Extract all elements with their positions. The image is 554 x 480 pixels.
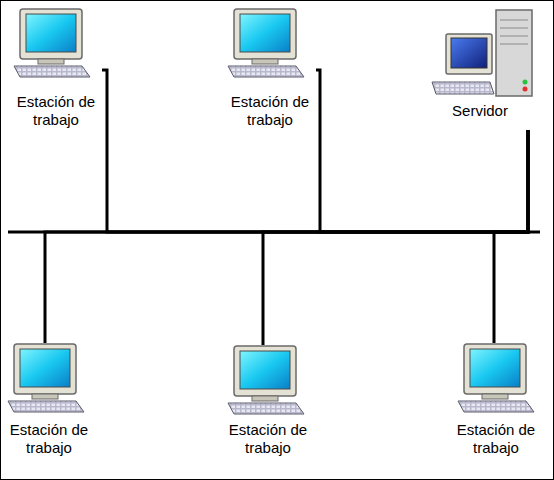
- workstation-icon: [228, 9, 304, 77]
- workstation-node: Estación de trabajo: [10, 5, 102, 140]
- workstation-node: Estación de trabajo: [222, 345, 314, 475]
- workstation-icon: [458, 344, 534, 412]
- workstation-icon: [228, 346, 304, 414]
- server-icon: [432, 10, 532, 96]
- bus-connector: [263, 130, 528, 345]
- server-node: Servidor: [425, 5, 535, 130]
- workstation-node: Estación de trabajo: [3, 343, 95, 475]
- bus-connector: [45, 130, 528, 343]
- workstation-icon: [8, 344, 84, 412]
- bus-connector: [102, 70, 528, 232]
- workstation-icon: [14, 9, 90, 77]
- node-label: Estación de trabajo: [456, 421, 536, 457]
- node-label: Estación de trabajo: [9, 421, 89, 457]
- workstation-node: Estación de trabajo: [224, 5, 316, 140]
- node-label: Estación de trabajo: [16, 93, 96, 129]
- node-label: Estación de trabajo: [230, 93, 310, 129]
- node-label: Servidor: [452, 102, 508, 120]
- node-label: Estación de trabajo: [228, 421, 308, 457]
- workstation-node: Estación de trabajo: [450, 343, 542, 475]
- bus-connector: [494, 130, 528, 343]
- bus-connector: [316, 70, 528, 232]
